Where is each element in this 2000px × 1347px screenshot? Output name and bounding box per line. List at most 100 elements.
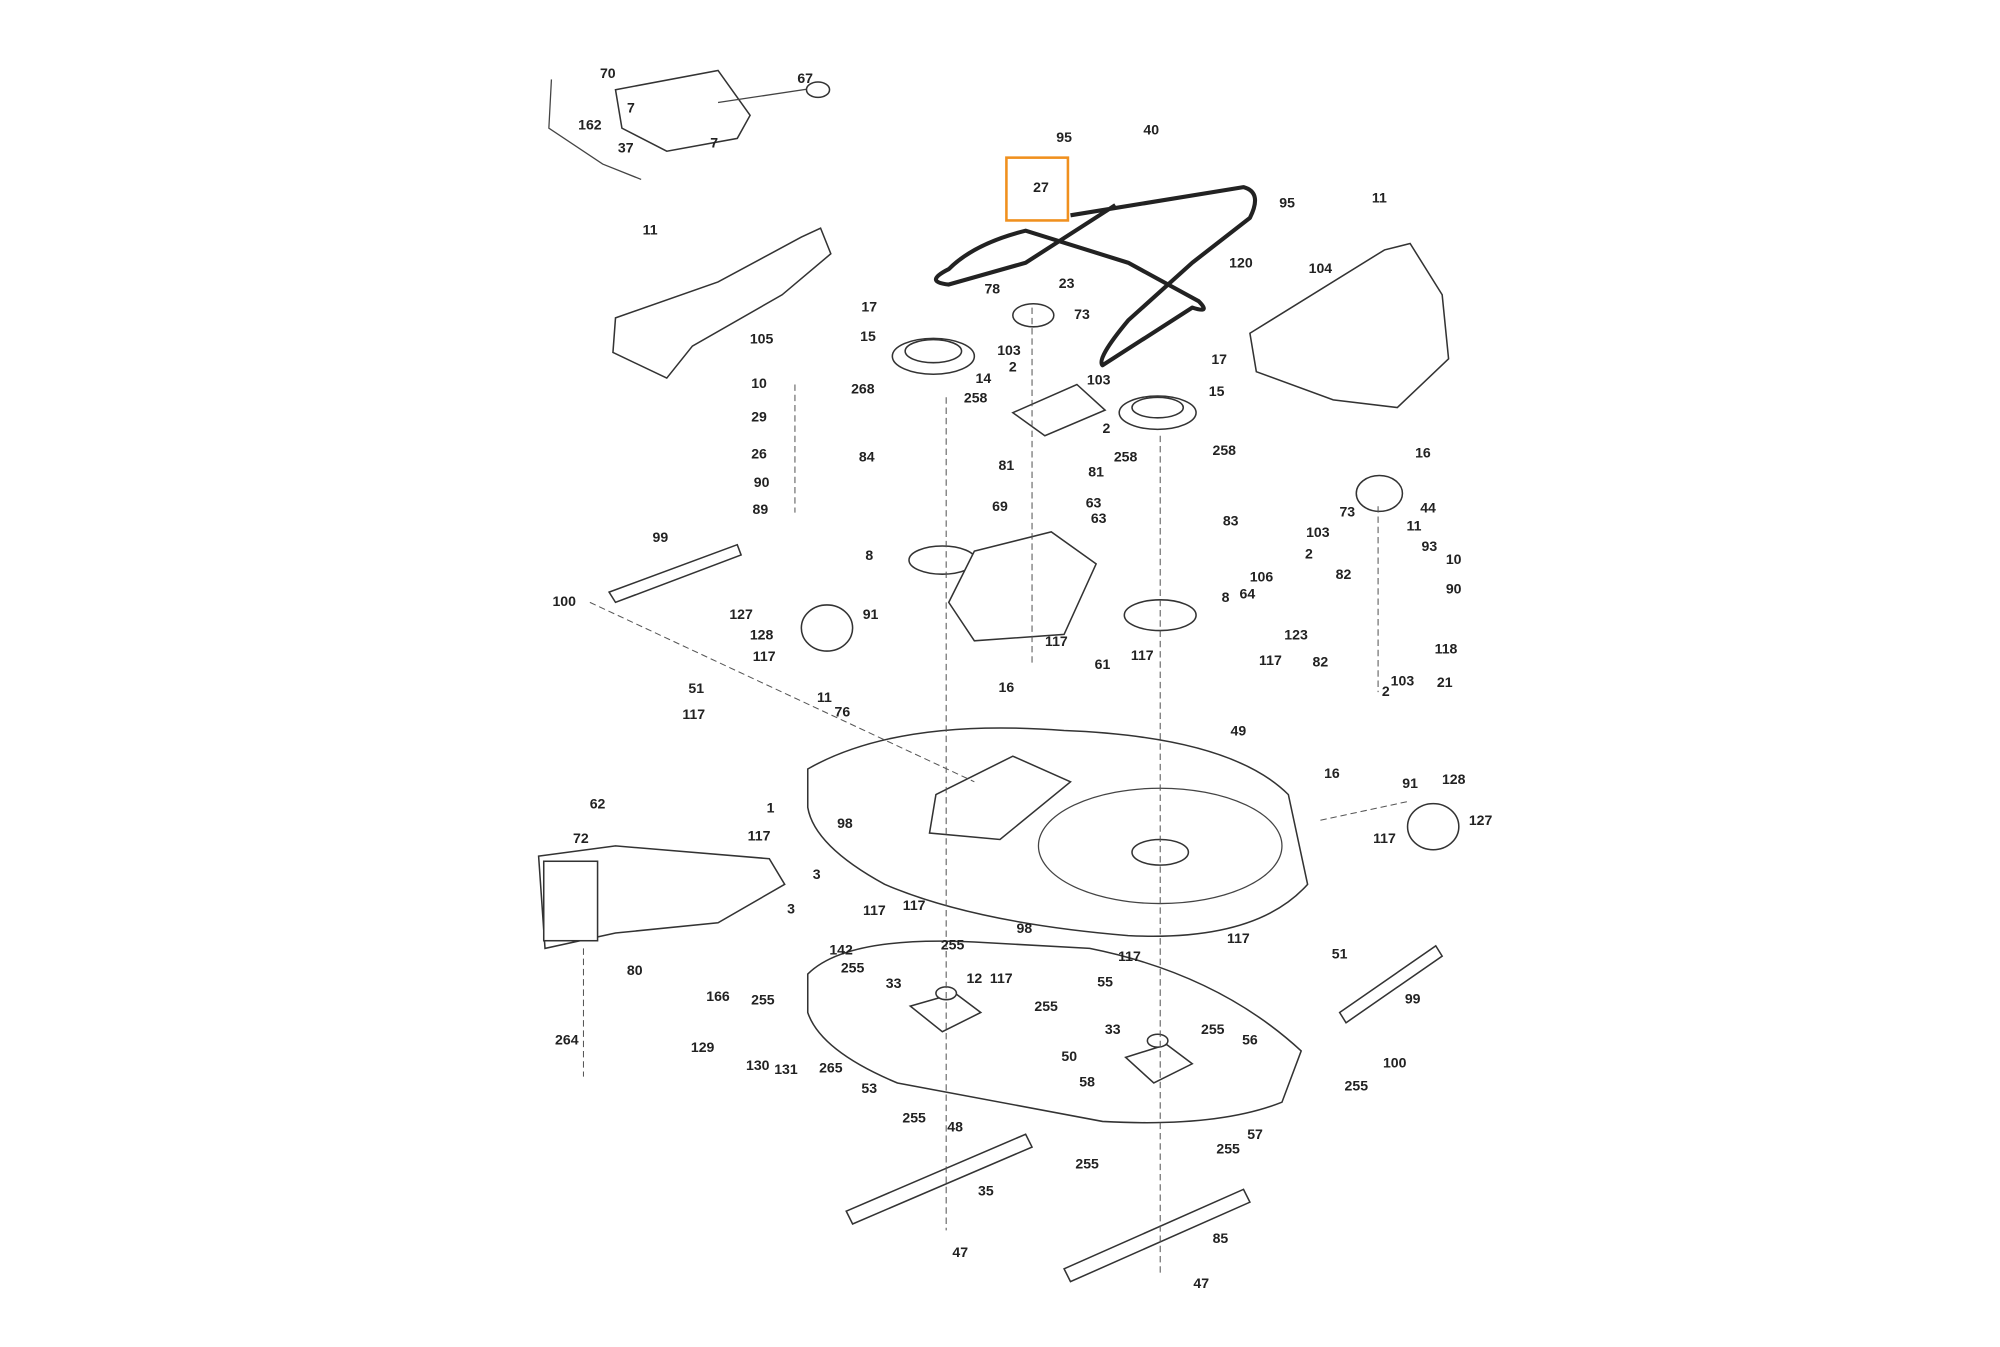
gauge-wheel-right <box>1406 802 1460 851</box>
part-label-117: 117 <box>1131 647 1154 663</box>
part-label-51: 51 <box>1332 946 1348 962</box>
part-label-90: 90 <box>1446 580 1462 596</box>
blade-35 <box>845 1133 1034 1225</box>
part-label-117: 117 <box>748 828 771 844</box>
part-label-29: 29 <box>751 409 767 425</box>
part-label-255: 255 <box>841 960 865 976</box>
part-label-61: 61 <box>1095 656 1111 672</box>
part-label-258: 258 <box>964 389 988 405</box>
part-label-98: 98 <box>837 815 853 831</box>
part-label-76: 76 <box>835 703 851 719</box>
part-label-8: 8 <box>1222 589 1230 605</box>
part-label-62: 62 <box>590 796 606 812</box>
part-label-255: 255 <box>1201 1021 1225 1037</box>
part-label-63: 63 <box>1086 494 1102 510</box>
part-label-78: 78 <box>984 280 1000 296</box>
part-label-83: 83 <box>1223 512 1239 528</box>
part-label-57: 57 <box>1247 1126 1263 1142</box>
blade-85 <box>1063 1188 1251 1283</box>
part-label-255: 255 <box>1034 998 1058 1014</box>
part-label-69: 69 <box>992 498 1008 514</box>
part-label-255: 255 <box>1075 1156 1099 1172</box>
part-label-33: 33 <box>886 975 902 991</box>
part-label-95: 95 <box>1056 129 1072 145</box>
part-label-106: 106 <box>1250 569 1274 585</box>
part-label-128: 128 <box>750 626 774 642</box>
part-label-265: 265 <box>819 1060 843 1076</box>
part-label-27: 27 <box>1033 179 1049 195</box>
part-label-17: 17 <box>1211 351 1227 367</box>
part-label-35: 35 <box>978 1183 994 1199</box>
part-label-1: 1 <box>767 799 775 815</box>
part-label-85: 85 <box>1213 1230 1229 1246</box>
part-label-117: 117 <box>682 706 705 722</box>
part-label-11: 11 <box>1407 517 1422 533</box>
part-label-80: 80 <box>627 962 643 978</box>
part-label-10: 10 <box>1446 551 1462 567</box>
part-label-3: 3 <box>813 866 821 882</box>
part-label-63: 63 <box>1091 510 1107 526</box>
part-label-127: 127 <box>729 606 753 622</box>
part-label-82: 82 <box>1313 653 1329 669</box>
part-label-99: 99 <box>1405 990 1421 1006</box>
part-label-15: 15 <box>1209 383 1225 399</box>
part-label-53: 53 <box>861 1080 877 1096</box>
part-label-3: 3 <box>787 901 795 917</box>
part-label-103: 103 <box>1087 371 1111 387</box>
part-label-67: 67 <box>797 70 813 86</box>
part-shapes <box>537 69 1460 1283</box>
idler-78 <box>1012 302 1055 328</box>
part-label-26: 26 <box>751 446 767 462</box>
part-label-128: 128 <box>1442 771 1466 787</box>
part-label-23: 23 <box>1059 275 1075 291</box>
part-label-255: 255 <box>1345 1078 1369 1094</box>
part-label-100: 100 <box>1383 1054 1407 1070</box>
part-label-7: 7 <box>710 134 718 150</box>
part-label-129: 129 <box>691 1039 715 1055</box>
part-label-40: 40 <box>1143 121 1159 137</box>
part-label-117: 117 <box>753 648 776 664</box>
part-label-99: 99 <box>653 529 669 545</box>
part-label-258: 258 <box>1114 448 1138 464</box>
part-label-117: 117 <box>1118 948 1141 964</box>
part-label-15: 15 <box>860 328 876 344</box>
part-label-2: 2 <box>1382 683 1390 699</box>
part-label-103: 103 <box>997 342 1021 358</box>
part-label-162: 162 <box>578 116 602 132</box>
part-label-105: 105 <box>750 330 774 346</box>
part-label-82: 82 <box>1336 566 1352 582</box>
part-label-70: 70 <box>600 65 616 81</box>
part-label-142: 142 <box>829 942 853 958</box>
part-label-8: 8 <box>865 547 873 563</box>
part-label-56: 56 <box>1242 1031 1258 1047</box>
part-label-11: 11 <box>1372 189 1387 205</box>
part-label-73: 73 <box>1074 306 1090 322</box>
part-label-117: 117 <box>1259 652 1282 668</box>
part-label-120: 120 <box>1229 255 1253 271</box>
part-label-103: 103 <box>1306 524 1330 540</box>
part-label-255: 255 <box>902 1110 926 1126</box>
part-label-48: 48 <box>947 1119 963 1135</box>
part-label-117: 117 <box>1373 830 1396 846</box>
gauge-wheel-left <box>800 604 854 652</box>
part-label-131: 131 <box>774 1061 798 1077</box>
mower-deck <box>806 727 1309 937</box>
part-label-255: 255 <box>751 992 775 1008</box>
part-label-84: 84 <box>859 448 875 464</box>
part-label-55: 55 <box>1097 974 1113 990</box>
part-label-11: 11 <box>817 689 832 705</box>
part-label-37: 37 <box>618 139 634 155</box>
part-label-117: 117 <box>903 897 926 913</box>
part-label-14: 14 <box>976 370 992 386</box>
part-label-123: 123 <box>1284 626 1308 642</box>
part-label-16: 16 <box>999 679 1015 695</box>
part-label-98: 98 <box>1017 920 1033 936</box>
part-label-127: 127 <box>1469 812 1493 828</box>
part-label-2: 2 <box>1009 359 1017 375</box>
part-label-11: 11 <box>643 221 658 237</box>
part-label-47: 47 <box>1193 1275 1209 1291</box>
part-label-93: 93 <box>1422 538 1438 554</box>
part-label-166: 166 <box>706 988 730 1004</box>
